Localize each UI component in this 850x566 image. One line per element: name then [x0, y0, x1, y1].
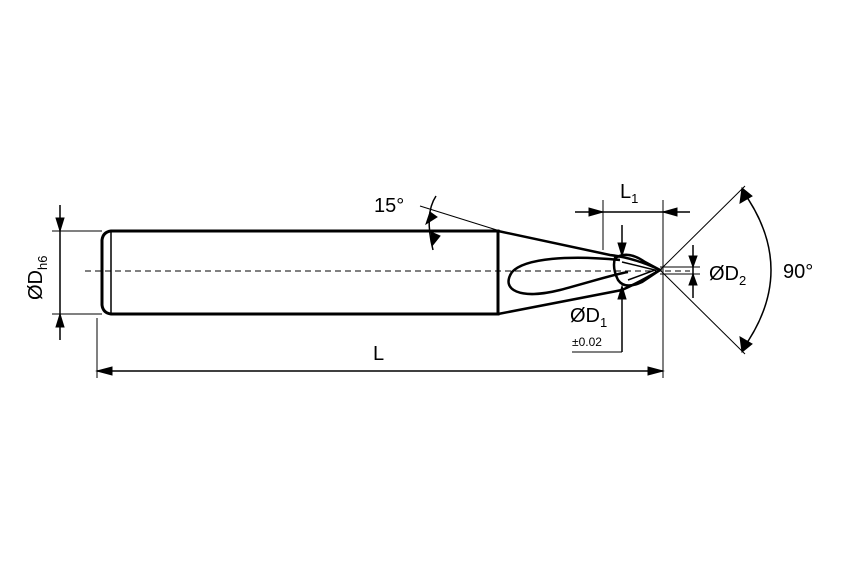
shank [100, 229, 500, 316]
dimension-d2 [660, 245, 700, 298]
arrowhead [55, 312, 65, 328]
dimension-d1 [572, 225, 627, 353]
shank-diameter-label: ØDh6 [25, 256, 50, 300]
dimension-shank-diameter [52, 205, 102, 340]
d1-tolerance: ±0.02 [572, 335, 602, 349]
arrowhead [617, 242, 627, 258]
arrowhead [688, 272, 698, 286]
arrowhead [661, 207, 678, 217]
dimension-tip-length [575, 200, 690, 250]
tool-outline [100, 229, 663, 316]
tip-length-label: L1 [620, 181, 638, 206]
arrowhead [430, 231, 441, 248]
overall-length-label: L [373, 343, 384, 365]
arrowhead [55, 217, 65, 233]
arrowhead [739, 336, 753, 353]
arrowhead [617, 284, 627, 300]
angle-15-label: 15° [374, 195, 404, 217]
flute-curve [507, 256, 629, 296]
cutting-edge [621, 261, 658, 281]
cutting-tip [612, 253, 663, 287]
d1-label: ØD1 [570, 305, 607, 330]
arrowhead [588, 207, 605, 217]
arrowhead [647, 366, 665, 376]
arrowhead [739, 187, 753, 204]
arrowhead [95, 366, 113, 376]
arrowhead [425, 211, 438, 226]
dimension-angle-90 [659, 185, 772, 355]
arrowhead [688, 255, 698, 269]
dimension-angle-15 [419, 195, 501, 251]
angle-90-label: 90° [783, 261, 813, 283]
d2-label: ØD2 [709, 263, 746, 288]
